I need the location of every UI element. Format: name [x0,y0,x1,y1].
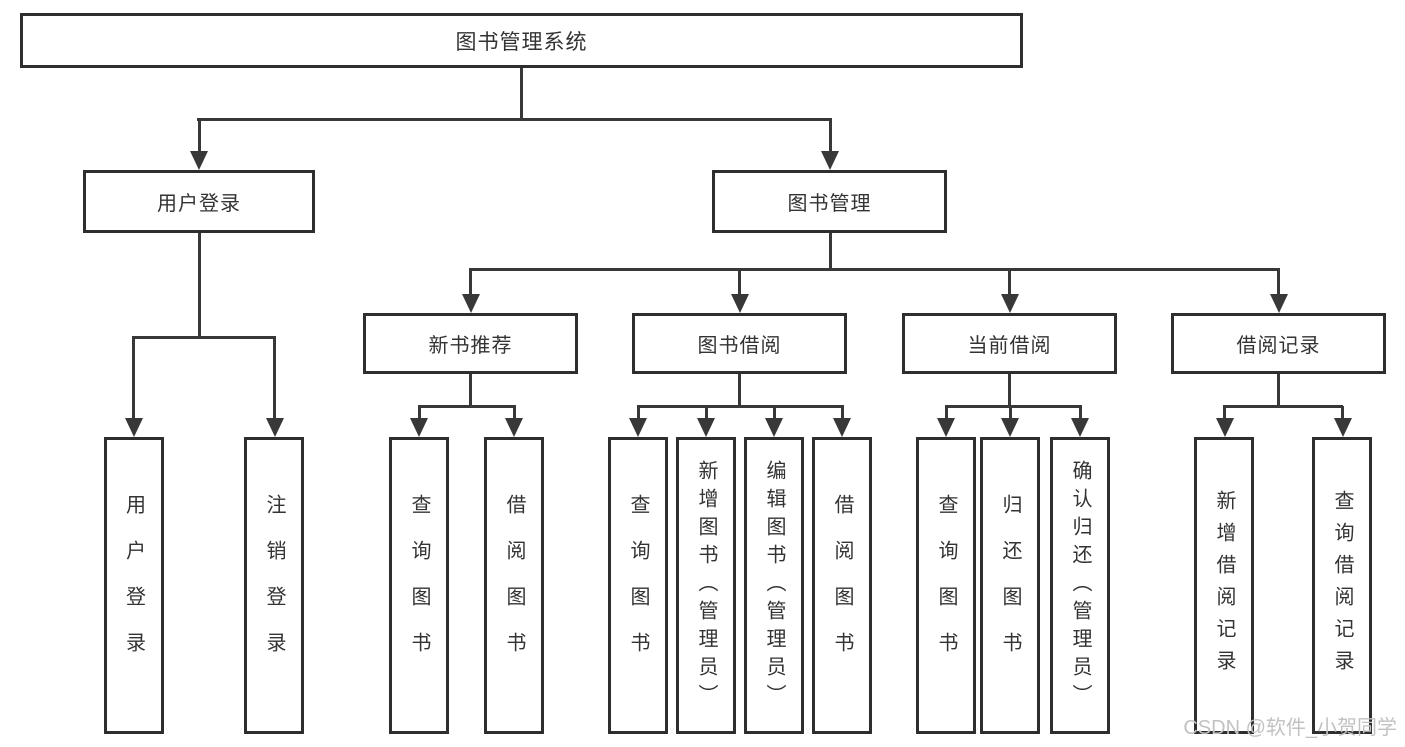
arrow-current-leaf-1 [1001,406,1019,437]
csdn-watermark: CSDN @软件_小贺同学 [1183,717,1397,739]
leaf-borrowing-query: 查询图书 [608,437,668,734]
node-records-label: 借阅记录 [1236,335,1321,357]
arrow-records-leaf-1 [1333,406,1352,437]
leaf-current-confirm-return: 确认归还（管理员） [1050,437,1110,734]
leaf-current-return-label: 归还图书 [999,493,1021,678]
leaf-newbooks-query-label: 查询图书 [408,493,430,678]
arrow-borrowing-leaf-1 [697,406,715,437]
leaf-borrowing-borrow-label: 借阅图书 [831,493,853,678]
connector-current-bracket [944,405,1082,408]
connector-top-bracket [197,118,832,121]
leaf-logout-label: 注销登录 [263,493,285,678]
arrow-to-borrowing [730,269,749,313]
arrow-current-leaf-2 [1071,406,1089,437]
node-book-mgmt: 图书管理 [712,170,947,233]
leaf-current-confirm-return-label: 确认归还（管理员） [1069,459,1091,712]
node-records: 借阅记录 [1171,313,1386,374]
connector-user-login-bracket [132,336,276,339]
arrow-borrowing-leaf-3 [833,406,851,437]
connector-borrowing-stem [738,374,741,408]
arrow-new-books-leaf-1 [505,406,523,437]
leaf-current-query: 查询图书 [916,437,976,734]
leaf-user-login-label: 用户登录 [122,493,145,678]
connector-borrowing-bracket [636,405,844,408]
leaf-borrowing-add-label: 新增图书（管理员） [695,459,717,712]
node-borrowing-label: 图书借阅 [697,335,782,357]
connector-new-books-bracket [417,405,516,408]
arrow-to-leaf-login [124,337,143,437]
node-current: 当前借阅 [902,313,1117,374]
connector-current-stem [1008,374,1011,408]
arrow-new-books-leaf-0 [410,406,428,437]
connector-user-login-stem [197,233,201,339]
node-current-label: 当前借阅 [967,335,1052,357]
arrow-borrowing-leaf-0 [629,406,647,437]
node-book-mgmt-label: 图书管理 [787,193,872,215]
connector-records-bracket [1223,405,1343,408]
connector-root-stem [520,68,523,121]
leaf-user-login: 用户登录 [103,437,164,734]
connector-level3-bracket [469,268,1280,271]
arrow-borrowing-leaf-2 [765,406,783,437]
node-borrowing: 图书借阅 [632,313,847,374]
arrow-to-leaf-logout [265,337,284,437]
node-root-label: 图书管理系统 [455,30,588,54]
node-root-library-system: 图书管理系统 [20,13,1023,68]
connector-book-mgmt-stem [828,233,832,271]
node-new-books: 新书推荐 [363,313,578,374]
leaf-newbooks-borrow: 借阅图书 [484,437,544,734]
connector-records-stem [1277,374,1280,408]
leaf-borrowing-borrow: 借阅图书 [812,437,872,734]
leaf-records-add: 新增借阅记录 [1194,437,1254,734]
node-user-login: 用户登录 [83,170,315,233]
arrow-to-new-books [461,269,480,313]
arrow-current-leaf-0 [937,406,955,437]
leaf-records-query-label: 查询借阅记录 [1331,489,1353,682]
leaf-borrowing-edit: 编辑图书（管理员） [744,437,804,734]
connector-new-books-stem [469,374,472,408]
arrow-to-user-login [190,119,208,170]
leaf-borrowing-edit-label: 编辑图书（管理员） [763,459,785,712]
leaf-current-query-label: 查询图书 [935,493,957,678]
arrow-records-leaf-0 [1215,406,1234,437]
node-user-login-label: 用户登录 [157,193,241,215]
leaf-logout: 注销登录 [244,437,304,734]
leaf-newbooks-query: 查询图书 [389,437,449,734]
arrow-to-records [1269,269,1288,313]
leaf-records-add-label: 新增借阅记录 [1213,489,1235,682]
leaf-current-return: 归还图书 [980,437,1040,734]
leaf-borrowing-query-label: 查询图书 [627,493,649,678]
leaf-borrowing-add: 新增图书（管理员） [676,437,736,734]
leaf-records-query: 查询借阅记录 [1312,437,1372,734]
node-new-books-label: 新书推荐 [428,335,513,357]
arrow-to-book-mgmt [821,119,839,170]
leaf-newbooks-borrow-label: 借阅图书 [503,493,525,678]
arrow-to-current [1000,269,1019,313]
